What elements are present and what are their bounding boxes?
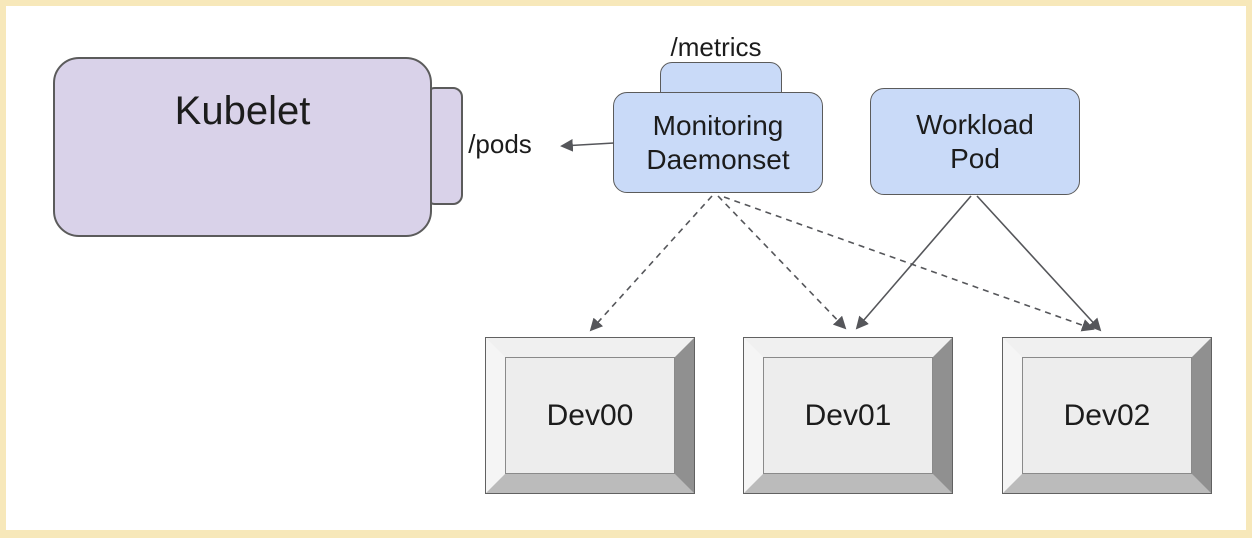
device-node-dev02: Dev02 (1002, 337, 1212, 494)
device-panel: Dev01 (763, 357, 933, 474)
device-bevel: Dev02 (1003, 338, 1211, 493)
device-panel: Dev00 (505, 357, 675, 474)
kubelet-label: Kubelet (174, 89, 311, 133)
metrics-endpoint-label: /metrics (670, 32, 762, 62)
pods-endpoint-label: /pods (468, 129, 532, 159)
device-label: Dev02 (1063, 398, 1151, 432)
device-label: Dev00 (546, 398, 634, 432)
device-node-dev01: Dev01 (743, 337, 953, 494)
workload-pod-node: Workload Pod (870, 88, 1080, 195)
workload-pod-label: Workload Pod (916, 108, 1034, 174)
device-bevel: Dev01 (744, 338, 952, 493)
device-label: Dev01 (804, 398, 892, 432)
monitoring-daemonset-node: Monitoring Daemonset (613, 92, 823, 193)
device-node-dev00: Dev00 (485, 337, 695, 494)
device-bevel: Dev00 (486, 338, 694, 493)
monitoring-daemonset-label: Monitoring Daemonset (646, 109, 790, 175)
device-panel: Dev02 (1022, 357, 1192, 474)
kubelet-node: Kubelet (53, 57, 432, 237)
